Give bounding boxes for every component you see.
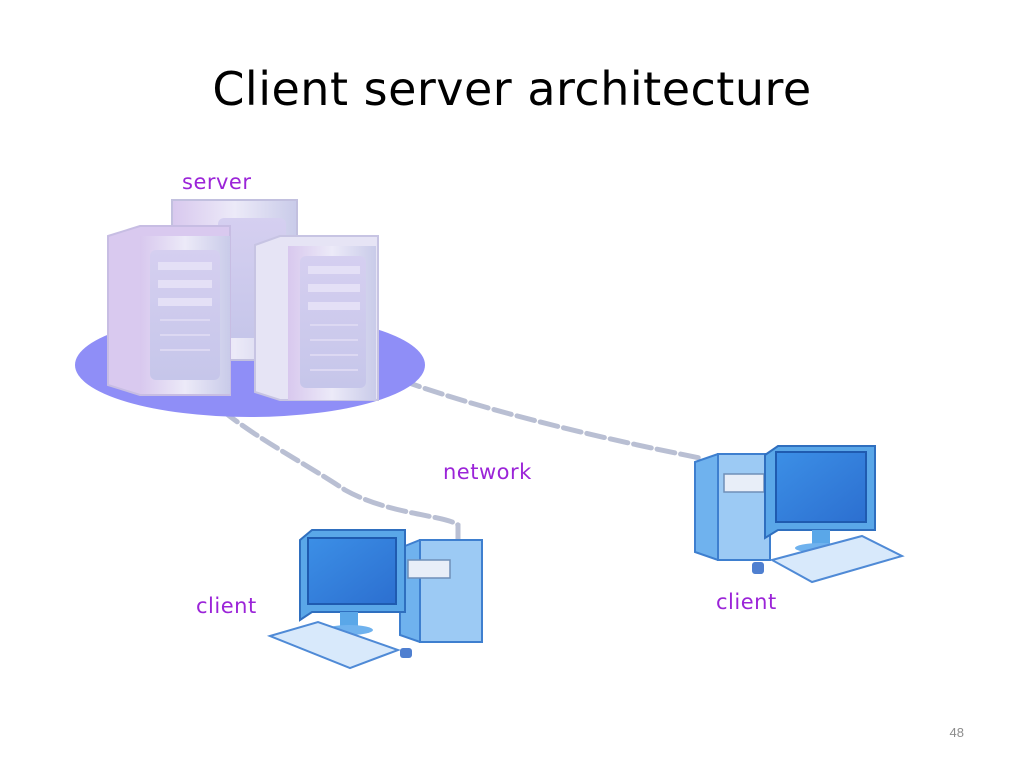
server-label: server [182, 170, 252, 194]
page-number: 48 [949, 725, 964, 740]
server-unit-left [107, 225, 231, 396]
server-unit-front [254, 235, 379, 401]
cable-to-left-client [202, 392, 461, 548]
client-label-left: client [196, 594, 257, 618]
desktop-computer-icon [694, 445, 905, 584]
server-rack-icon [75, 199, 425, 417]
network-label: network [443, 460, 532, 484]
slide-title: Client server architecture [212, 62, 812, 116]
client-label-right: client [716, 590, 777, 614]
cable-to-right-client [377, 369, 703, 461]
desktop-computer-icon [266, 529, 483, 670]
